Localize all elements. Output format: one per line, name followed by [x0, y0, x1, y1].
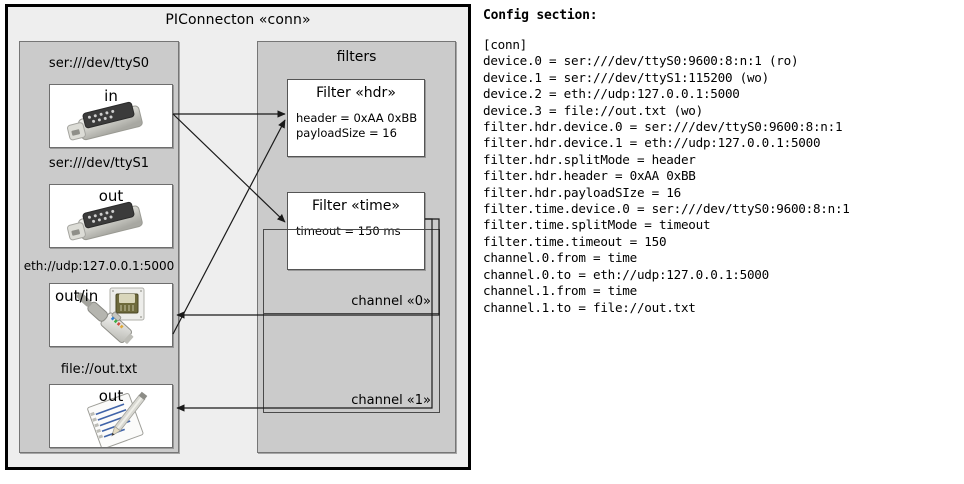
config-line: channel.0.to = eth://udp:127.0.0.1:5000	[483, 266, 769, 282]
filter-title-time: Filter «time»	[312, 198, 400, 214]
config-line: filter.hdr.device.1 = eth://udp:127.0.0.…	[483, 135, 821, 151]
config-heading: Config section:	[483, 8, 598, 23]
config-line: filter.hdr.device.0 = ser:///dev/ttyS0:9…	[483, 119, 843, 135]
config-line: device.3 = file://out.txt (wo)	[483, 102, 703, 118]
serial-port-icon	[50, 185, 172, 247]
config-line: channel.0.from = time	[483, 250, 637, 266]
config-line: channel.1.to = file://out.txt	[483, 299, 696, 315]
channel-label-1: channel «1»	[351, 393, 431, 408]
config-line: device.2 = eth://udp:127.0.0.1:5000	[483, 86, 740, 102]
ethernet-jack-icon	[50, 284, 172, 346]
device-label-file: file://out.txt	[60, 362, 138, 377]
device-label-ttyS0: ser:///dev/ttyS0	[48, 56, 150, 71]
config-line: filter.hdr.header = 0xAA 0xBB	[483, 168, 696, 184]
device-box-ttyS0[interactable]: in	[49, 84, 173, 148]
device-label-ttyS1: ser:///dev/ttyS1	[48, 156, 150, 171]
config-line: filter.hdr.splitMode = header	[483, 151, 696, 167]
device-box-file[interactable]: out	[49, 384, 173, 448]
config-line: filter.time.splitMode = timeout	[483, 217, 711, 233]
connector-diagram: PIConnecton «conn» ser:///dev/ttyS0	[5, 4, 471, 470]
filter-attrs-hdr: header = 0xAA 0xBB payloadSize = 16	[296, 111, 417, 141]
config-section: Config section: [conn]device.0 = ser:///…	[483, 8, 958, 316]
channel-region-1: channel «1»	[263, 313, 440, 413]
filters-panel-title: filters	[336, 49, 377, 65]
config-line: filter.time.timeout = 150	[483, 233, 667, 249]
serial-port-icon	[50, 85, 172, 147]
filter-attr-header: header = 0xAA 0xBB	[296, 111, 418, 125]
device-box-eth[interactable]: out/in	[49, 283, 173, 347]
config-line: filter.time.device.0 = ser:///dev/ttyS0:…	[483, 201, 850, 217]
channel-label-0: channel «0»	[351, 294, 431, 309]
filter-box-hdr[interactable]: Filter «hdr» header = 0xAA 0xBB payloadS…	[287, 79, 425, 157]
device-box-ttyS1[interactable]: out	[49, 184, 173, 248]
config-line: [conn]	[483, 37, 527, 52]
text-file-icon	[50, 385, 172, 447]
config-line: filter.hdr.payloadSIze = 16	[483, 184, 681, 200]
config-line: device.1 = ser:///dev/ttyS1:115200 (wo)	[483, 69, 769, 85]
config-line: device.0 = ser:///dev/ttyS0:9600:8:n:1 (…	[483, 53, 799, 69]
filter-attr-payload-size: payloadSize = 16	[296, 126, 397, 140]
channel-region-0: channel «0»	[263, 229, 440, 314]
diagram-title: PIConnecton «conn»	[165, 12, 311, 28]
config-line: channel.1.from = time	[483, 283, 637, 299]
device-label-eth: eth://udp:127.0.0.1:5000	[23, 259, 175, 273]
filter-title-hdr: Filter «hdr»	[316, 85, 396, 101]
config-body: [conn]device.0 = ser:///dev/ttyS0:9600:8…	[483, 37, 958, 316]
